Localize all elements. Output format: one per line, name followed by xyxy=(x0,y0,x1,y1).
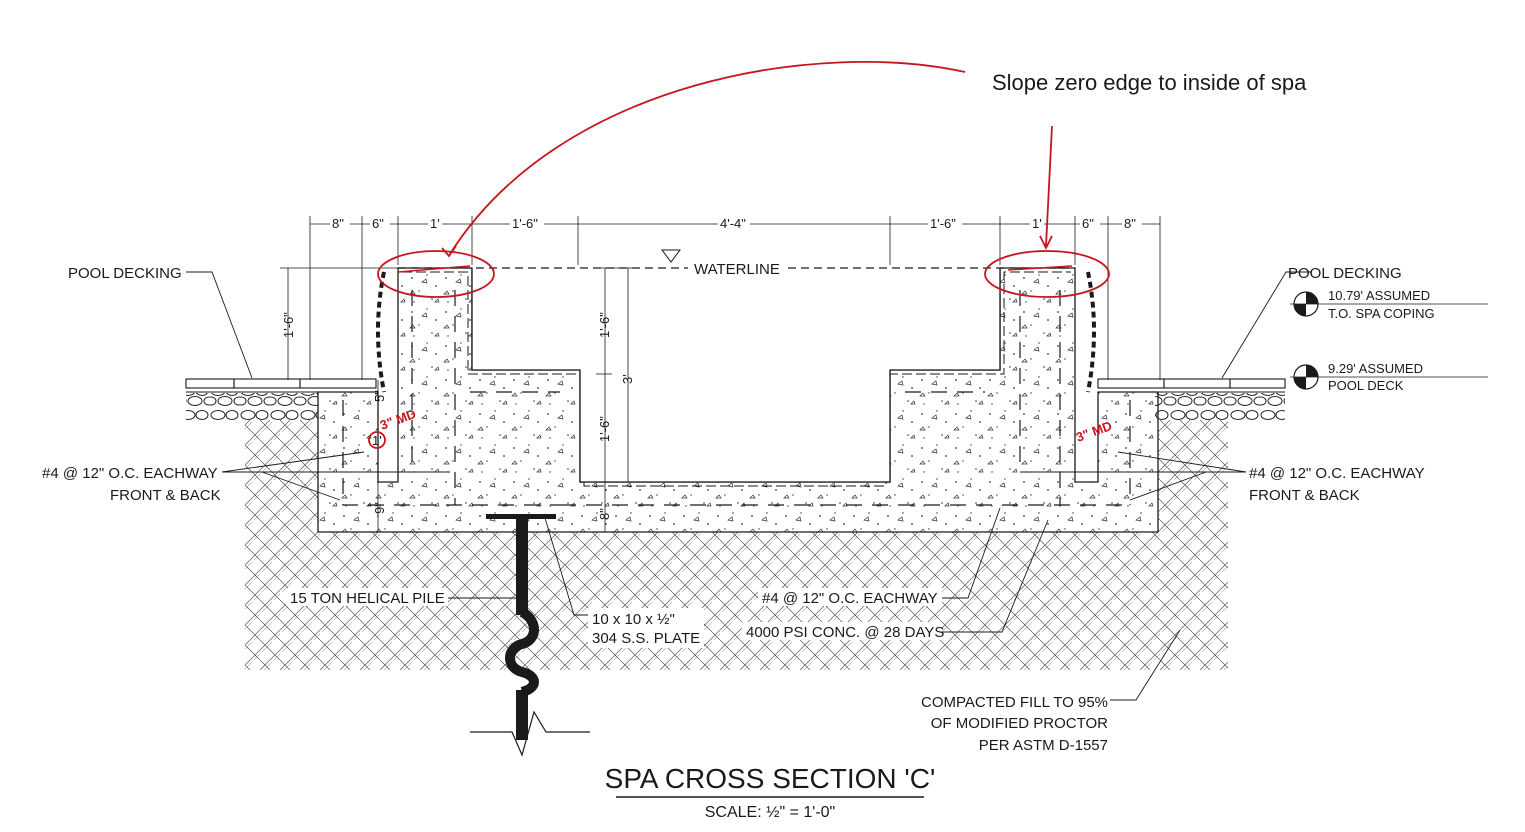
drawing-scale: SCALE: ½" = 1'-0" xyxy=(705,804,835,821)
label-pool-decking-left: POOL DECKING xyxy=(68,265,182,282)
label-fill-3: PER ASTM D-1557 xyxy=(979,737,1108,754)
red-markup xyxy=(368,61,1110,449)
dim-top-2: 6" xyxy=(372,216,384,231)
annotation-note: Slope zero edge to inside of spa xyxy=(992,70,1307,95)
rebar-lines xyxy=(342,290,1131,506)
label-rebar-left-1: #4 @ 12" O.C. EACHWAY xyxy=(42,465,218,482)
spa-concrete-shell xyxy=(317,267,1159,533)
pool-decking-right-pavers xyxy=(1097,378,1286,393)
right-zero-edge xyxy=(1086,271,1096,393)
label-rebar-right-1: #4 @ 12" O.C. EACHWAY xyxy=(1249,465,1425,482)
dim-left-nine: 9" xyxy=(372,502,387,514)
dim-inner-upper: 1'-6" xyxy=(597,312,612,338)
elev-deck-1: 9.29' ASSUMED xyxy=(1328,361,1423,376)
pool-decking-left-pavers xyxy=(185,378,377,393)
drawing-title: SPA CROSS SECTION 'C' xyxy=(605,763,936,794)
left-zero-edge xyxy=(376,271,386,393)
markup-circle-text: 1' xyxy=(372,433,382,448)
dim-inner-total: 3' xyxy=(620,374,635,384)
dim-top-8: 6" xyxy=(1082,216,1094,231)
helical-pile xyxy=(470,514,590,757)
dim-top-3: 1' xyxy=(430,216,440,231)
elev-deck-2: POOL DECK xyxy=(1328,378,1404,393)
label-pool-decking-right: POOL DECKING xyxy=(1288,265,1402,282)
label-rebar-bottom: #4 @ 12" O.C. EACHWAY xyxy=(762,590,938,607)
label-concrete: 4000 PSI CONC. @ 28 DAYS xyxy=(746,624,944,641)
compacted-fill xyxy=(245,420,1228,670)
label-fill-1: COMPACTED FILL TO 95% xyxy=(921,694,1108,711)
waterline-symbol xyxy=(661,249,681,263)
elev-coping-1: 10.79' ASSUMED xyxy=(1328,288,1430,303)
dim-top-6: 1'-6" xyxy=(930,216,956,231)
gravel-right xyxy=(1155,393,1285,420)
dim-top-4: 1'-6" xyxy=(512,216,538,231)
label-rebar-right-2: FRONT & BACK xyxy=(1249,487,1360,504)
dim-top-1: 8" xyxy=(332,216,344,231)
dim-top-7: 1' xyxy=(1032,216,1042,231)
leader-lines xyxy=(186,271,1312,701)
dim-left-five: 5" xyxy=(372,390,387,402)
dim-top-9: 8" xyxy=(1124,216,1136,231)
elevation-marker-deck xyxy=(1290,364,1488,390)
dim-top-5: 4'-4" xyxy=(720,216,746,231)
elevation-marker-coping xyxy=(1290,291,1488,317)
dim-slab: 8" xyxy=(597,508,612,520)
waterline-label: WATERLINE xyxy=(694,261,780,278)
label-rebar-left-2: FRONT & BACK xyxy=(110,487,221,504)
dim-inner-lower: 1'-6" xyxy=(597,416,612,442)
label-helical-pile: 15 TON HELICAL PILE xyxy=(290,590,445,607)
label-plate-1: 10 x 10 x ½" xyxy=(592,611,675,628)
gravel-left xyxy=(186,393,318,420)
elev-coping-2: T.O. SPA COPING xyxy=(1328,306,1435,321)
label-plate-2: 304 S.S. PLATE xyxy=(592,630,700,647)
dim-left-wall: 1'-6" xyxy=(281,312,296,338)
label-fill-2: OF MODIFIED PROCTOR xyxy=(931,715,1108,732)
